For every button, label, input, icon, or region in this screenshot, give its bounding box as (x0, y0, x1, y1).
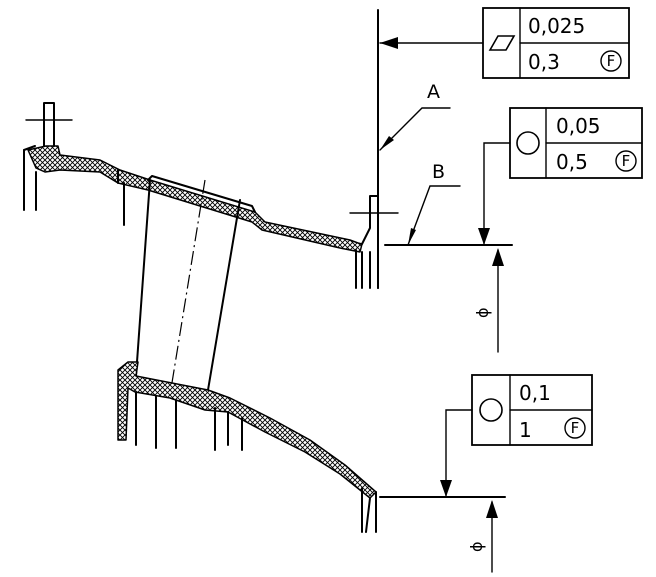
flatness-secondary: 0,3 (528, 50, 560, 74)
upper-diameter-dimension: ϕ (473, 248, 504, 353)
part-outline (23, 102, 399, 533)
upper-diameter-symbol: ϕ (473, 307, 492, 318)
free-state-modifier-icon (564, 417, 586, 439)
circle-icon (479, 398, 503, 422)
circularity-upper-tolerance: 0,05 (556, 114, 601, 138)
lower-diameter-dimension: ϕ (379, 496, 506, 573)
flatness-parallelogram-icon (488, 35, 516, 51)
datum-b-label: B (432, 161, 445, 183)
circularity-lower-modifier: F (571, 419, 580, 437)
vane-centerline (169, 179, 206, 396)
circularity-lower-tolerance: 0,1 (519, 381, 551, 405)
free-state-modifier-icon (600, 50, 622, 72)
lower-shroud-section (117, 361, 377, 499)
flatness-control-frame: 0,025 0,3 F (379, 7, 630, 79)
flatness-tolerance: 0,025 (528, 14, 585, 38)
free-state-modifier-icon (615, 150, 637, 172)
circularity-upper-modifier: F (622, 152, 631, 170)
circularity-lower-secondary: 1 (519, 418, 532, 442)
circularity-upper-secondary: 0,5 (556, 150, 588, 174)
lower-diameter-symbol: ϕ (467, 541, 486, 552)
datum-a-label: A (427, 81, 440, 103)
circularity-upper-frame: 0,05 0,5 F (478, 107, 643, 246)
circle-icon (516, 131, 540, 155)
flatness-modifier: F (607, 52, 616, 70)
datum-b-reference: B (384, 161, 513, 246)
circularity-lower-frame: 0,1 1 F (440, 374, 593, 498)
upper-shroud-section (27, 145, 363, 253)
datum-a-reference: A (377, 9, 451, 289)
